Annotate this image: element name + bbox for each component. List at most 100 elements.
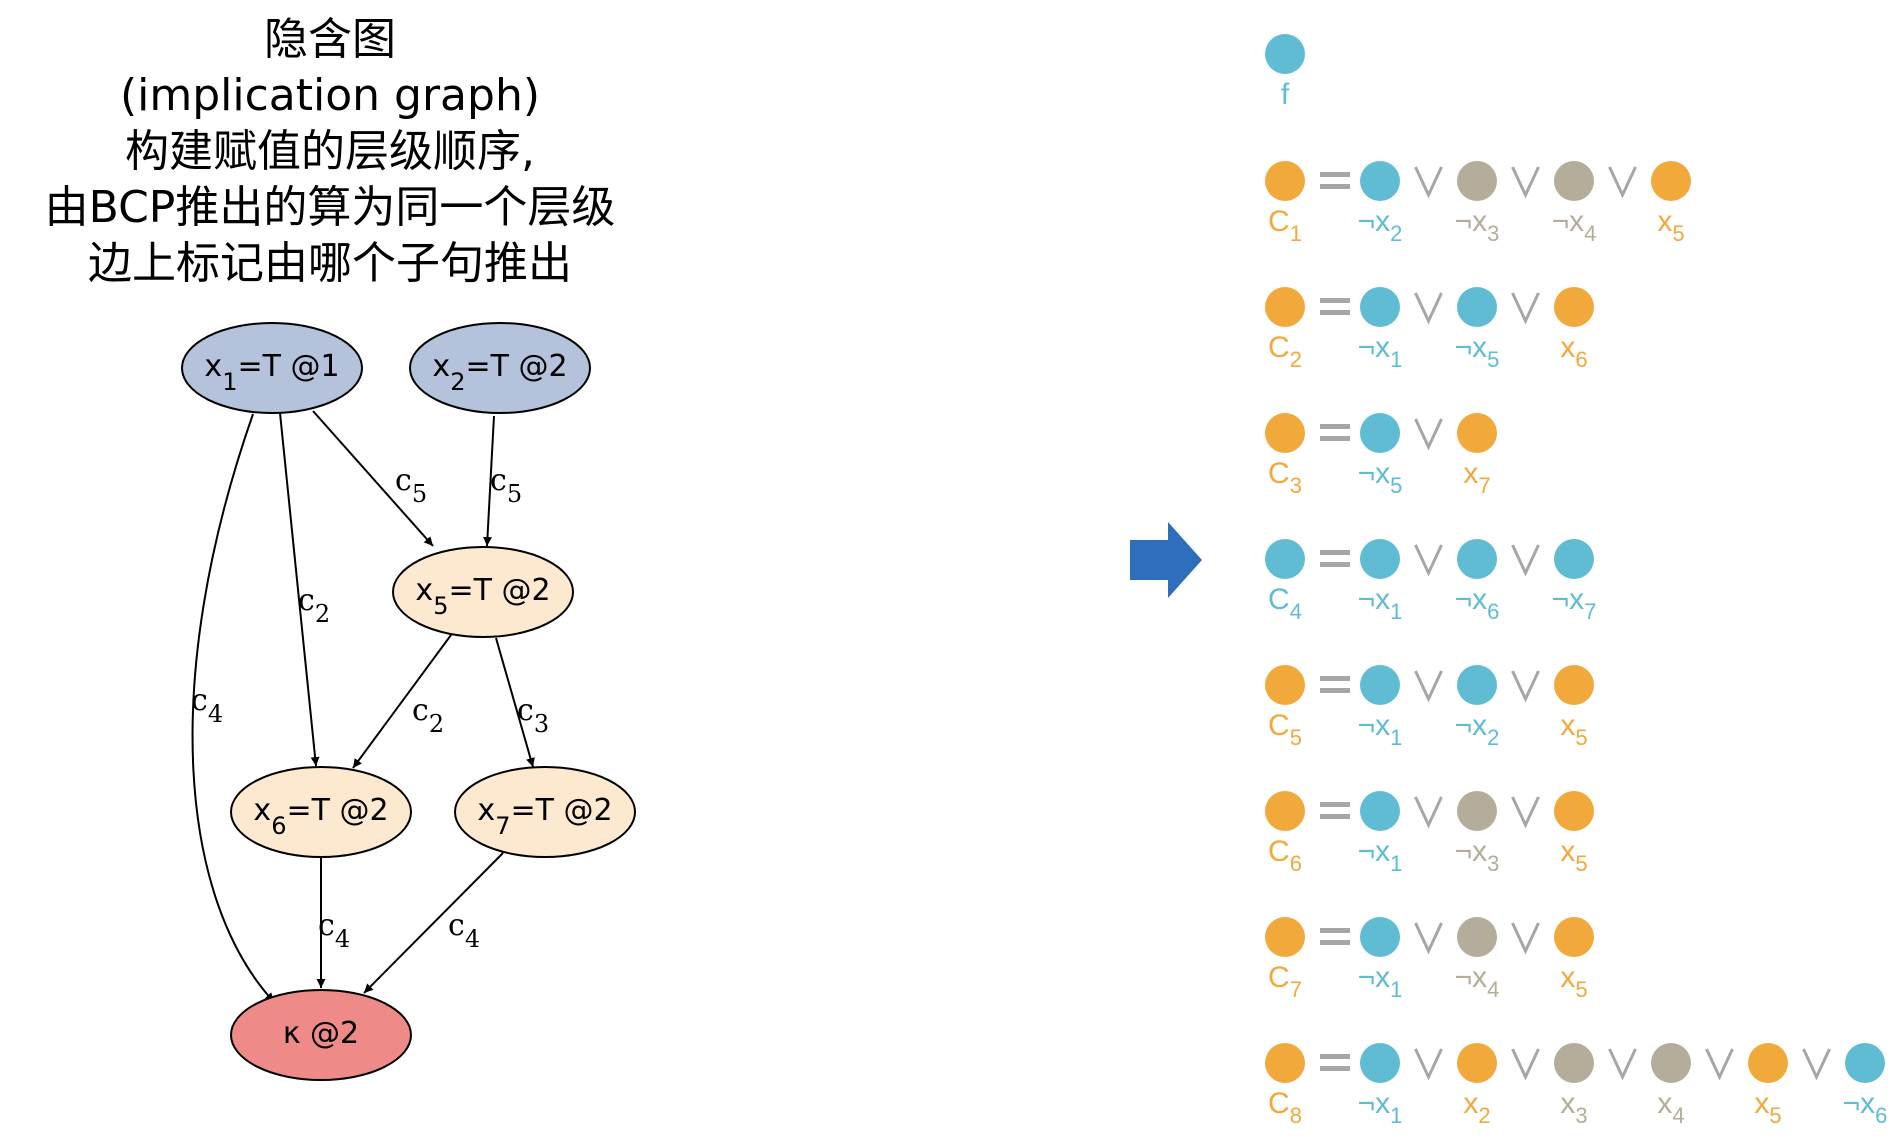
literal-label: x4	[1657, 1087, 1684, 1128]
or-symbol	[1802, 1048, 1831, 1081]
clause-name-8: C8	[1268, 1087, 1302, 1128]
clause-name-6: C6	[1268, 835, 1302, 876]
literal-label: x5	[1560, 835, 1587, 876]
literal-label: ¬x4	[1552, 205, 1597, 246]
node-k: κ @2	[230, 989, 412, 1081]
title-line-1: 隐含图	[264, 14, 396, 65]
title-line-3: 构建赋值的层级顺序,	[125, 126, 535, 177]
or-symbol	[1414, 796, 1443, 829]
literal-dot	[1360, 665, 1400, 705]
literal-dot	[1457, 287, 1497, 327]
or-symbol	[1414, 922, 1443, 955]
edge-x2-x5	[482, 415, 495, 547]
equals-sign	[1320, 928, 1350, 945]
literal-dot	[1554, 917, 1594, 957]
edge-x5-x6	[352, 634, 452, 769]
literal-label: x5	[1560, 961, 1587, 1002]
literal-label: ¬x3	[1455, 205, 1500, 246]
edge-label-x1-x6: c2	[298, 583, 330, 628]
literal-label: ¬x7	[1552, 583, 1597, 624]
or-symbol	[1511, 166, 1540, 199]
or-symbol	[1511, 292, 1540, 325]
literal-dot	[1554, 161, 1594, 201]
edge-label-x1-x5: c5	[395, 463, 427, 508]
or-symbol	[1608, 166, 1637, 199]
literal-label: ¬x5	[1455, 331, 1500, 372]
literal-label: x5	[1560, 709, 1587, 750]
or-symbol	[1414, 1048, 1443, 1081]
literal-label: ¬x2	[1358, 205, 1403, 246]
edge-x1-k	[191, 413, 275, 1003]
or-symbol	[1608, 1048, 1637, 1081]
edge-x7-k	[363, 852, 504, 994]
literal-dot	[1554, 665, 1594, 705]
or-symbol	[1511, 1048, 1540, 1081]
edge-x5-x7	[495, 637, 535, 768]
clause-row-8: C8 ¬x1 x2 x3 x4 x5 ¬x6	[1265, 1043, 1887, 1128]
literal-dot	[1360, 413, 1400, 453]
node-x7: x7=T @2	[454, 766, 636, 858]
or-symbol	[1511, 922, 1540, 955]
edge-label-x6-k: c4	[318, 908, 350, 953]
literal-label: ¬x4	[1455, 961, 1500, 1002]
legend-f: f	[1265, 34, 1305, 111]
equals-sign	[1320, 298, 1350, 315]
edge-label-x5-x6: c2	[412, 693, 444, 738]
literal-label: ¬x5	[1358, 457, 1403, 498]
edge-label-x7-k: c4	[448, 908, 480, 953]
or-symbol	[1511, 796, 1540, 829]
literal-dot	[1457, 1043, 1497, 1083]
edge-label-x1-k: c4	[191, 683, 223, 728]
node-x6: x6=T @2	[230, 766, 412, 858]
clause-name-4: C4	[1268, 583, 1302, 624]
literal-label: x3	[1560, 1087, 1587, 1128]
literal-label: x7	[1463, 457, 1490, 498]
literal-dot	[1845, 1043, 1885, 1083]
node-x1: x1=T @1	[181, 322, 363, 414]
title-line-4: 由BCP推出的算为同一个层级	[44, 182, 616, 233]
literal-dot	[1457, 161, 1497, 201]
literal-label: ¬x1	[1358, 1087, 1403, 1128]
or-symbol	[1414, 418, 1443, 451]
literal-dot	[1360, 791, 1400, 831]
clause-row-4: C4 ¬x1 ¬x6 ¬x7	[1265, 539, 1596, 624]
literal-dot	[1554, 539, 1594, 579]
edge-x1-x6	[279, 412, 320, 767]
literal-dot	[1554, 791, 1594, 831]
equals-sign	[1320, 172, 1350, 189]
equals-sign	[1320, 550, 1350, 567]
literal-dot	[1360, 161, 1400, 201]
literal-label: x5	[1754, 1087, 1781, 1128]
or-symbol	[1414, 292, 1443, 325]
literal-label: x6	[1560, 331, 1587, 372]
edge-label-x2-x5: c5	[490, 463, 522, 508]
or-symbol	[1414, 544, 1443, 577]
clause-name-2: C2	[1268, 331, 1302, 372]
right-arrow-icon	[1130, 522, 1202, 598]
literal-label: x2	[1463, 1087, 1490, 1128]
equals-sign	[1320, 802, 1350, 819]
literal-dot	[1554, 1043, 1594, 1083]
literal-dot	[1457, 917, 1497, 957]
equals-sign	[1320, 676, 1350, 693]
literal-label: ¬x1	[1358, 583, 1403, 624]
edge-x1-x5	[312, 410, 434, 547]
clause-name-5: C5	[1268, 709, 1302, 750]
literal-label: ¬x6	[1455, 583, 1500, 624]
literal-dot	[1457, 791, 1497, 831]
node-x2: x2=T @2	[409, 322, 591, 414]
literal-dot	[1457, 665, 1497, 705]
or-symbol	[1511, 670, 1540, 703]
literal-dot	[1554, 287, 1594, 327]
equals-sign	[1320, 424, 1350, 441]
literal-label: ¬x3	[1455, 835, 1500, 876]
literal-label: ¬x6	[1843, 1087, 1888, 1128]
literal-dot	[1360, 917, 1400, 957]
literal-dot	[1360, 539, 1400, 579]
